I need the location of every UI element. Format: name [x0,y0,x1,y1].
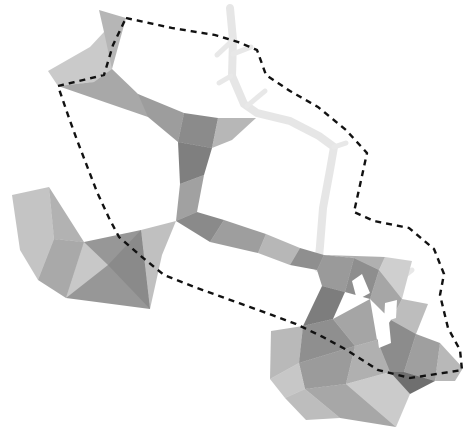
faint-branch-mid-left [219,76,231,83]
faint-branch-mid-right [247,91,265,106]
region-upper-bar-2 [178,113,218,148]
region-left-lobe-2 [49,187,84,242]
region-upper-bar-3 [212,118,256,148]
shaded-region [12,10,463,427]
region-center-1 [178,142,212,184]
region-upper-bar-1 [138,94,184,142]
